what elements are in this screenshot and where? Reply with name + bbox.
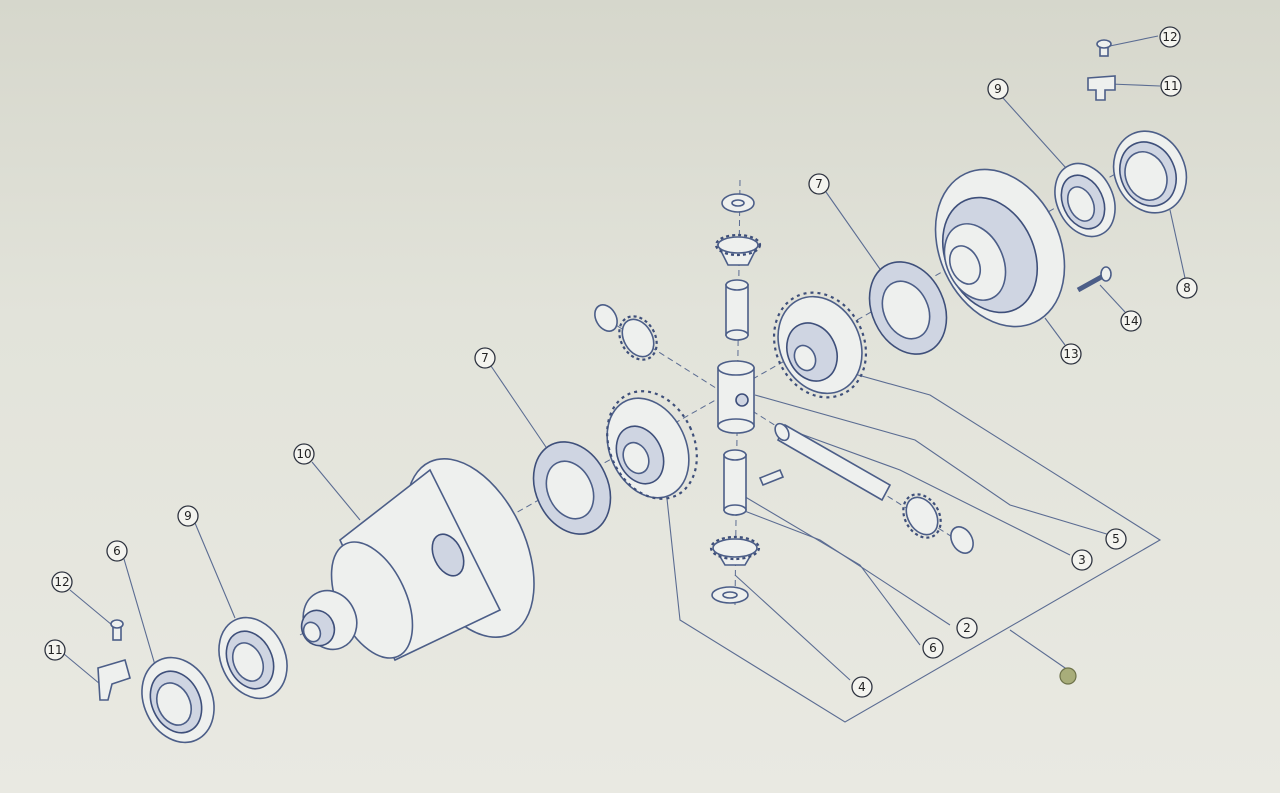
- differential-case-flange-right: [934, 168, 1066, 328]
- washer-bottom: [711, 586, 749, 604]
- callout-11-left: 11: [44, 639, 66, 661]
- callout-label: 8: [1183, 281, 1191, 295]
- callout-label: 4: [858, 680, 866, 694]
- callout-label: 11: [1163, 79, 1178, 93]
- callout-12-left: 12: [51, 571, 73, 593]
- callout-labels: 12 11 9 7 8 14 13 7 10 9 6 12 11 5 3 2 6…: [44, 26, 1198, 698]
- callout-label: 14: [1123, 314, 1138, 328]
- roll-pin: [758, 468, 785, 487]
- callout-label: 3: [1078, 553, 1086, 567]
- lock-plate-left: [97, 659, 131, 701]
- callout-5: 5: [1105, 528, 1127, 550]
- callout-label: 6: [929, 641, 937, 655]
- cross-block: [717, 360, 755, 434]
- callout-13: 13: [1060, 343, 1082, 365]
- callout-6-mid: 6: [922, 637, 944, 659]
- washer-top: [721, 193, 755, 213]
- callout-label: 11: [47, 643, 62, 657]
- callout-4: 4: [851, 676, 873, 698]
- side-gear-top: [772, 291, 868, 399]
- side-gear-lower: [606, 390, 698, 500]
- callout-label: 7: [815, 177, 823, 191]
- reference-marker-dot: [1059, 667, 1077, 685]
- callout-12-top: 12: [1159, 26, 1181, 48]
- callout-8: 8: [1176, 277, 1198, 299]
- callout-label: 9: [994, 82, 1002, 96]
- thrust-ring-mid: [532, 441, 612, 535]
- case-bolt: [1076, 266, 1112, 293]
- long-pinion-shaft: [774, 422, 892, 502]
- callout-label: 5: [1112, 532, 1120, 546]
- pinion-gear-top: [714, 233, 762, 266]
- callout-6-left: 6: [106, 540, 128, 562]
- callout-11-top: 11: [1160, 75, 1182, 97]
- adjuster-nut-left: [141, 656, 215, 744]
- bearing-cone-right: [1054, 162, 1116, 238]
- lock-bolt-left: [110, 619, 124, 641]
- pinion-shaft-upper: [725, 279, 749, 341]
- callout-label: 12: [54, 575, 69, 589]
- differential-case-main: [300, 458, 535, 662]
- callout-2: 2: [956, 617, 978, 639]
- callout-label: 13: [1063, 347, 1078, 361]
- pinion-gear-right: [902, 493, 942, 539]
- pinion-gear-bottom: [709, 535, 761, 566]
- pinion-gear-left: [618, 315, 658, 361]
- washer-left: [594, 304, 618, 332]
- callout-label: 6: [113, 544, 121, 558]
- callout-9-top: 9: [987, 78, 1009, 100]
- thrust-ring-top: [868, 261, 948, 355]
- callout-label: 12: [1162, 30, 1177, 44]
- washer-right: [950, 526, 974, 554]
- callout-14: 14: [1120, 310, 1142, 332]
- callout-7-top: 7: [808, 173, 830, 195]
- bearing-cup-right: [1112, 130, 1188, 214]
- lock-plate-top: [1087, 75, 1116, 101]
- callout-9-left: 9: [177, 505, 199, 527]
- callout-7-mid: 7: [474, 347, 496, 369]
- lock-bolt-top: [1096, 39, 1112, 57]
- callout-label: 9: [184, 509, 192, 523]
- callout-label: 2: [963, 621, 971, 635]
- pinion-shaft-lower: [723, 449, 747, 516]
- callout-label: 7: [481, 351, 489, 365]
- callout-3: 3: [1071, 549, 1093, 571]
- bearing-cone-left: [218, 616, 288, 700]
- callout-label: 10: [296, 447, 311, 461]
- leader-lines: [63, 35, 1186, 723]
- callout-10: 10: [293, 443, 315, 465]
